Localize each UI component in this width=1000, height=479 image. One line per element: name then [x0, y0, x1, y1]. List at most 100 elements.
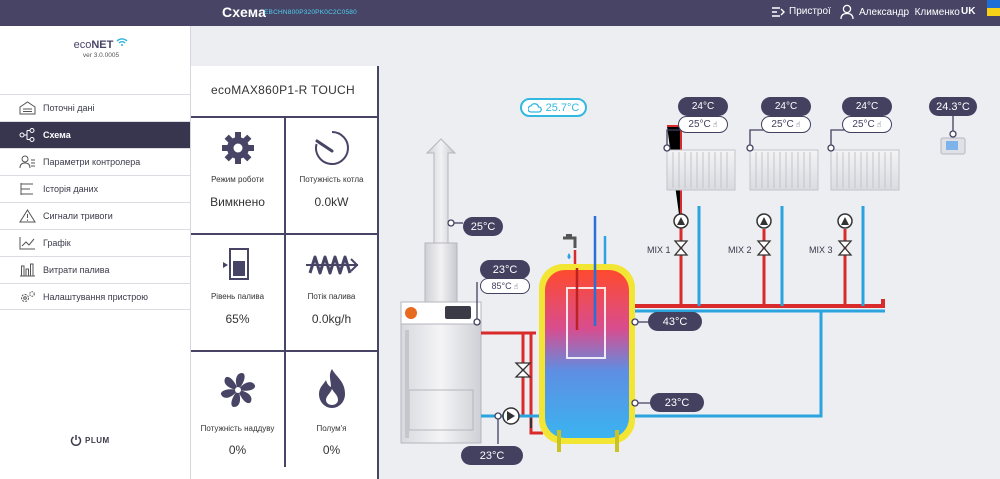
- sidebar-item-data-history[interactable]: Історія даних: [0, 175, 190, 202]
- power-gauge-icon: [314, 131, 349, 165]
- scheme-drawing: [400, 116, 966, 452]
- warning-icon: [19, 209, 36, 223]
- tank-bottom-temp: 23°C: [664, 396, 690, 409]
- tank-top-temp: 43°C: [662, 315, 688, 328]
- page-title: Схема: [222, 4, 267, 20]
- sidebar-item-device-settings[interactable]: Налаштування пристрою: [0, 283, 190, 310]
- circuit-2-temp: 24°C: [774, 101, 798, 112]
- devices-label: Пристрої: [789, 6, 831, 17]
- line-chart-icon: [19, 237, 35, 250]
- room-panel-temp-badge[interactable]: 24.3°C: [929, 97, 977, 116]
- mixing-circuit-3: [830, 149, 900, 306]
- outdoor-temp-badge[interactable]: 25.7°C: [520, 98, 587, 117]
- gears-icon: [21, 290, 35, 302]
- blower-power-value: 0%: [228, 443, 247, 457]
- flame-value: 0%: [322, 443, 341, 457]
- circuit-3-temp-badge[interactable]: 24°C: [842, 97, 892, 116]
- wifi-icon: [116, 38, 128, 46]
- boiler-temp: 23°C: [492, 263, 518, 276]
- flue-temp-badge[interactable]: 25°C: [463, 217, 503, 236]
- bar-chart-icon: [20, 263, 35, 277]
- fuel-flow-tile[interactable]: Потік палива 0.0kg/h: [284, 233, 377, 350]
- controller-panel: ecoMAX860P1-R TOUCH Режим роботи Вимкнен…: [191, 66, 379, 479]
- water-tap-icon: [563, 234, 577, 259]
- work-mode-tile[interactable]: Режим роботи Вимкнено: [191, 116, 284, 233]
- sidebar-item-controller-parameters[interactable]: Параметри контролера: [0, 148, 190, 175]
- heating-scheme: 25.7°C 25°C 23°C 85°C ☝ 43°C 23°C 23°C 2…: [381, 26, 1000, 479]
- circuit-3-setpoint: 25°C: [852, 119, 875, 130]
- flue-temp: 25°C: [470, 220, 496, 233]
- history-list-icon: [20, 183, 33, 195]
- feeder-screw-icon: [305, 255, 358, 275]
- sidebar: ecoNET ver 3.0.0005 Поточні дані Схема П…: [0, 26, 191, 479]
- fuel-level-label: Рівень палива: [210, 292, 265, 301]
- flame-icon: [318, 369, 345, 408]
- chimney: [424, 138, 458, 304]
- circuit-3-temp: 24°C: [855, 101, 879, 112]
- sidebar-item-chart[interactable]: Графік: [0, 229, 190, 256]
- ukraine-flag-icon[interactable]: [987, 0, 1000, 16]
- circuit-1-setpoint-badge[interactable]: 25°C ☝: [678, 116, 728, 133]
- circuit-3-setpoint-badge[interactable]: 25°C ☝: [842, 116, 892, 133]
- econet-logo: ecoNET ver 3.0.0005: [66, 36, 136, 59]
- circuit-2-setpoint: 25°C: [771, 119, 794, 130]
- hand-icon: ☝: [876, 120, 882, 129]
- devices-button[interactable]: Пристрої: [772, 6, 831, 17]
- tank-bottom-temp-badge[interactable]: 23°C: [650, 393, 704, 412]
- fuel-flow-value: 0.0kg/h: [311, 312, 352, 326]
- plum-power-icon: [70, 435, 82, 446]
- hand-icon: ☝: [795, 120, 801, 129]
- user-settings-icon: [19, 155, 35, 169]
- boiler-temp-badge[interactable]: 23°C: [480, 260, 530, 279]
- mix-2-label: MIX 2: [728, 245, 752, 255]
- blower-power-tile[interactable]: Потужність наддуву 0%: [191, 350, 284, 467]
- flame-label: Полум'я: [316, 424, 347, 433]
- boiler-power-label: Потужність котла: [299, 175, 364, 184]
- user-menu[interactable]: Александр Клименко: [840, 4, 960, 20]
- mix-3-label: MIX 3: [809, 245, 833, 255]
- sidebar-menu: Поточні дані Схема Параметри контролера …: [0, 94, 190, 310]
- blower-power-label: Потужність наддуву: [200, 424, 275, 433]
- boiler-power-tile[interactable]: Потужність котла 0.0kW: [284, 116, 377, 233]
- circuit-1-setpoint: 25°C: [688, 119, 711, 130]
- boiler-setpoint: 85°C: [491, 281, 512, 291]
- circuit-2-setpoint-badge[interactable]: 25°C ☝: [761, 116, 811, 133]
- sidebar-item-current-data[interactable]: Поточні дані: [0, 94, 190, 121]
- fuel-level-tile[interactable]: Рівень палива 65%: [191, 233, 284, 350]
- sidebar-item-fuel-consumption[interactable]: Витрати палива: [0, 256, 190, 283]
- gear-icon: [221, 132, 254, 164]
- circuit-1-temp-badge[interactable]: 24°C: [678, 97, 728, 116]
- fuel-level-value: 65%: [225, 312, 250, 326]
- flame-tile[interactable]: Полум'я 0%: [284, 350, 377, 467]
- user-icon: [840, 4, 854, 20]
- return-temp: 23°C: [479, 449, 505, 462]
- house-icon: [19, 101, 36, 115]
- fuel-hopper-icon: [222, 248, 249, 280]
- circuit-2-temp-badge[interactable]: 24°C: [761, 97, 811, 116]
- return-temp-badge[interactable]: 23°C: [461, 446, 523, 465]
- scheme-icon: [19, 128, 35, 142]
- hand-icon: ☝: [712, 120, 718, 129]
- sidebar-item-scheme[interactable]: Схема: [0, 121, 190, 148]
- sidebar-item-alarms[interactable]: Сигнали тривоги: [0, 202, 190, 229]
- hand-icon: ☝: [513, 281, 519, 291]
- circuit-1-temp: 24°C: [691, 101, 715, 112]
- outdoor-temp: 25.7°C: [545, 101, 580, 114]
- app-version: ver 3.0.0005: [82, 52, 120, 59]
- fan-icon: [220, 373, 255, 407]
- mix-1-label: MIX 1: [647, 245, 671, 255]
- boiler-setpoint-badge[interactable]: 85°C ☝: [480, 278, 530, 294]
- device-serial: EBCHN800P320PK0C2C0580: [264, 9, 357, 16]
- user-name: Александр Клименко: [859, 6, 960, 18]
- language-selector[interactable]: UK: [961, 6, 976, 17]
- boiler-pump-icon: [502, 407, 520, 425]
- plum-logo: PLUM: [70, 434, 110, 446]
- tank-top-temp-badge[interactable]: 43°C: [648, 312, 702, 331]
- top-bar: Схема EBCHN800P320PK0C2C0580 Пристрої Ал…: [0, 0, 1000, 26]
- buffer-tank: [539, 216, 635, 452]
- work-mode-value: Вимкнено: [210, 195, 265, 209]
- work-mode-label: Режим роботи: [211, 175, 264, 184]
- boiler-unit: [400, 301, 482, 444]
- mixing-circuit-2: [749, 149, 819, 306]
- devices-list-icon: [772, 6, 785, 17]
